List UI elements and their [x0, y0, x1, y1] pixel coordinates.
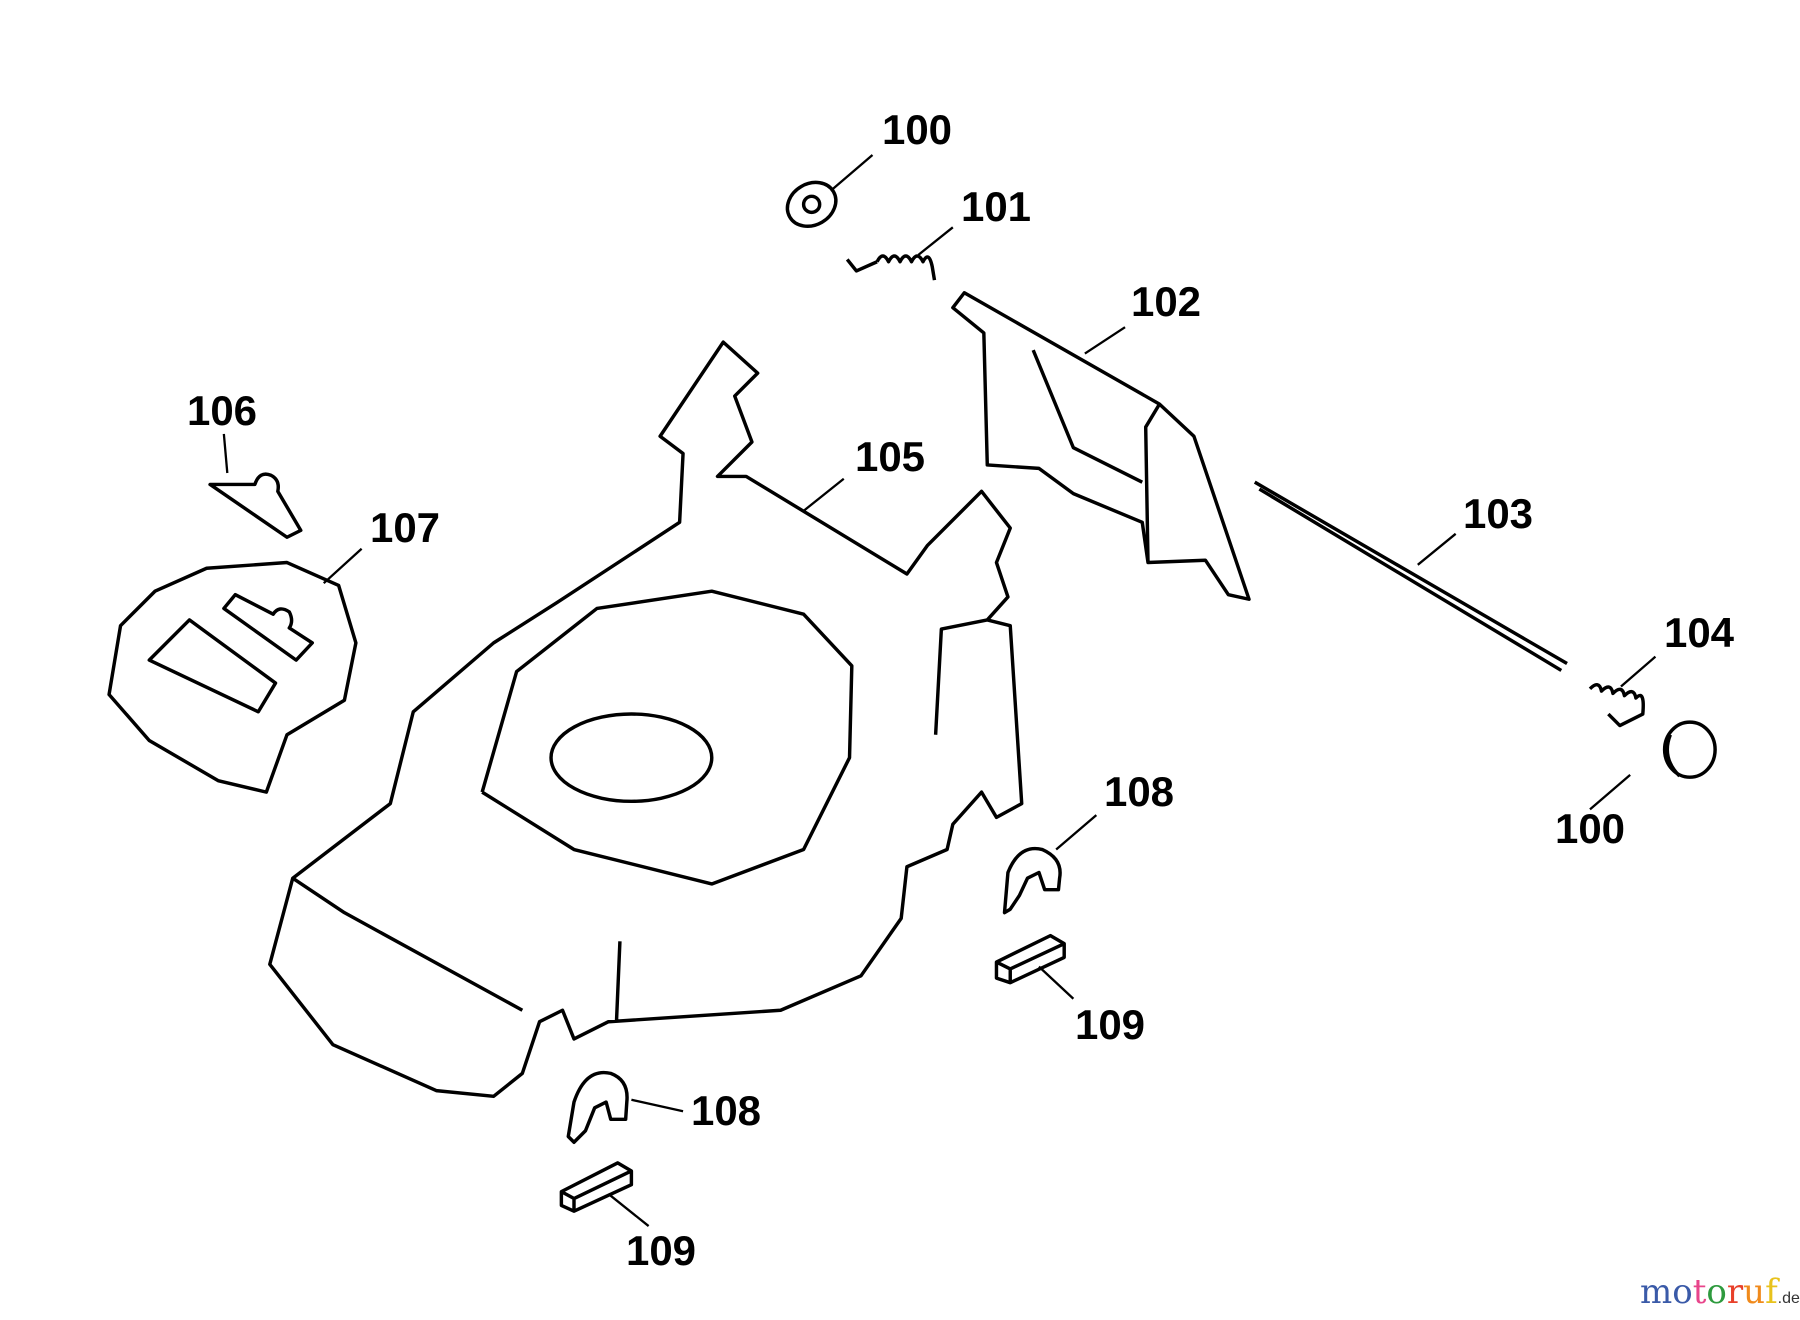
logo-letter: m — [1640, 1272, 1673, 1312]
callout-108-right: 108 — [1103, 768, 1175, 815]
logo-letter: u — [1743, 1272, 1766, 1312]
callout-100-bottom: 100 — [1554, 805, 1626, 852]
motoruf-watermark-logo: motoruf.de — [1640, 1272, 1800, 1312]
callout-106: 106 — [186, 387, 258, 434]
part-106-plate — [208, 472, 303, 539]
part-108-clip-left — [566, 1070, 629, 1144]
logo-letter: o — [1706, 1272, 1727, 1312]
part-105-deck — [268, 340, 1024, 1099]
logo-letter: f — [1765, 1272, 1778, 1312]
part-107-cover — [107, 560, 358, 794]
part-100-cap — [1662, 720, 1717, 779]
callout-105: 105 — [854, 433, 926, 480]
callout-108-left: 108 — [690, 1087, 762, 1134]
callout-103: 103 — [1462, 490, 1534, 537]
callout-101: 101 — [960, 183, 1032, 230]
callout-107: 107 — [369, 504, 441, 551]
part-109-block-right — [994, 933, 1066, 985]
part-108-clip-right — [1002, 846, 1062, 915]
logo-letter: r — [1726, 1272, 1744, 1312]
logo-letter: o — [1672, 1272, 1693, 1312]
part-102-flap — [951, 291, 1251, 601]
part-104-spring — [1588, 683, 1645, 728]
part-103-rod — [1253, 480, 1568, 672]
logo-suffix: .de — [1777, 1290, 1800, 1307]
callout-102: 102 — [1130, 278, 1202, 325]
callout-104: 104 — [1663, 609, 1735, 656]
callout-100-top: 100 — [881, 106, 953, 153]
part-109-block-left — [559, 1161, 634, 1213]
part-100-washer — [785, 180, 838, 228]
callout-109-left: 109 — [625, 1227, 697, 1274]
part-101-spring — [845, 254, 937, 281]
leader-lines — [222, 154, 1657, 1227]
logo-letter: t — [1692, 1272, 1707, 1312]
callout-109-right: 109 — [1074, 1001, 1146, 1048]
